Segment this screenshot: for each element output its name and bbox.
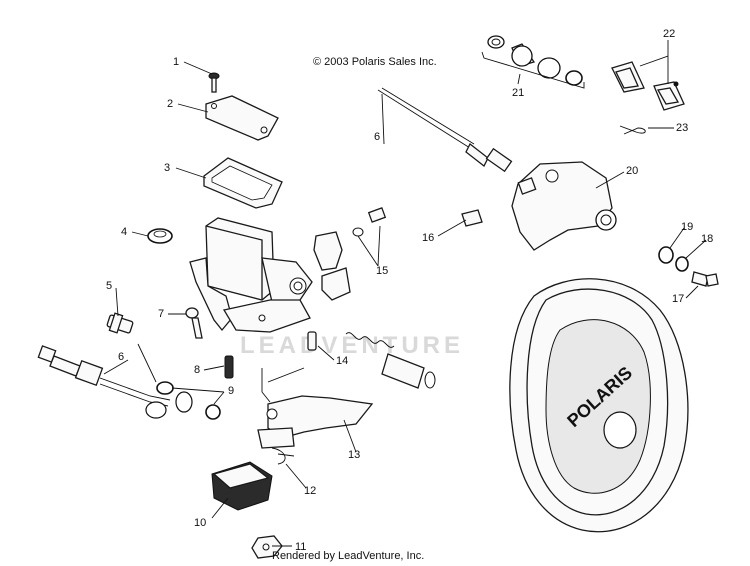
part-brake-cable[interactable] [377,87,513,173]
part-reservoir-cover[interactable] [205,95,279,141]
callout-10: 10 [194,517,206,529]
part-piston-seals[interactable] [481,35,585,89]
callout-12: 12 [304,485,316,497]
callout-13: 13 [348,449,360,461]
part-lever-pad[interactable] [211,461,273,511]
callouts: 1 2 3 4 5 6 6 7 8 9 10 11 12 13 14 15 16… [106,28,713,553]
part-brake-pads[interactable] [611,61,685,111]
callout-3: 3 [164,162,170,174]
part-washer-19[interactable] [658,246,674,264]
leader-lines [103,40,707,547]
part-screw-1[interactable] [208,72,220,93]
part-chaincase-cover[interactable]: POLARIS [509,278,689,533]
watermark: LEADVENTURE [240,332,465,359]
part-caliper-bolt[interactable] [691,271,719,287]
callout-8: 8 [194,364,200,376]
callout-7: 7 [158,308,164,320]
callout-6a: 6 [118,351,124,363]
part-caliper[interactable] [511,161,617,251]
callout-23: 23 [676,122,688,134]
callout-16: 16 [422,232,434,244]
callout-21: 21 [512,87,524,99]
part-bleeder[interactable] [461,209,483,227]
copyright-notice: © 2003 Polaris Sales Inc. [313,56,437,68]
part-piston-assembly[interactable] [307,331,436,389]
callout-15: 15 [376,265,388,277]
part-gasket[interactable] [203,157,283,209]
part-pad-clip[interactable] [619,125,646,135]
callout-19: 19 [681,221,693,233]
part-brake-line[interactable] [37,345,193,419]
callout-18: 18 [701,233,713,245]
callout-14: 14 [336,355,348,367]
part-master-cylinder[interactable] [189,217,313,333]
callout-20: 20 [626,165,638,177]
callout-22: 22 [663,28,675,40]
callout-11: 11 [295,541,306,553]
part-washer-18[interactable] [675,256,689,272]
callout-9: 9 [228,385,234,397]
part-pivot-bolt[interactable] [185,307,203,339]
part-nut[interactable] [251,535,283,559]
callout-17: 17 [672,293,684,305]
callout-1: 1 [173,56,179,68]
callout-6b: 6 [374,131,380,143]
callout-2: 2 [167,98,173,110]
part-banjo-fitting[interactable] [106,312,134,334]
callout-5: 5 [106,280,112,292]
callout-4: 4 [121,226,127,238]
part-brake-lever[interactable] [257,395,374,449]
part-seal-ring[interactable] [147,228,173,244]
part-clamp[interactable] [313,207,387,301]
part-lever-pin[interactable] [271,447,295,465]
part-set-screw[interactable] [224,355,234,379]
footer-credit: Rendered by LeadVenture, Inc. [272,550,425,562]
